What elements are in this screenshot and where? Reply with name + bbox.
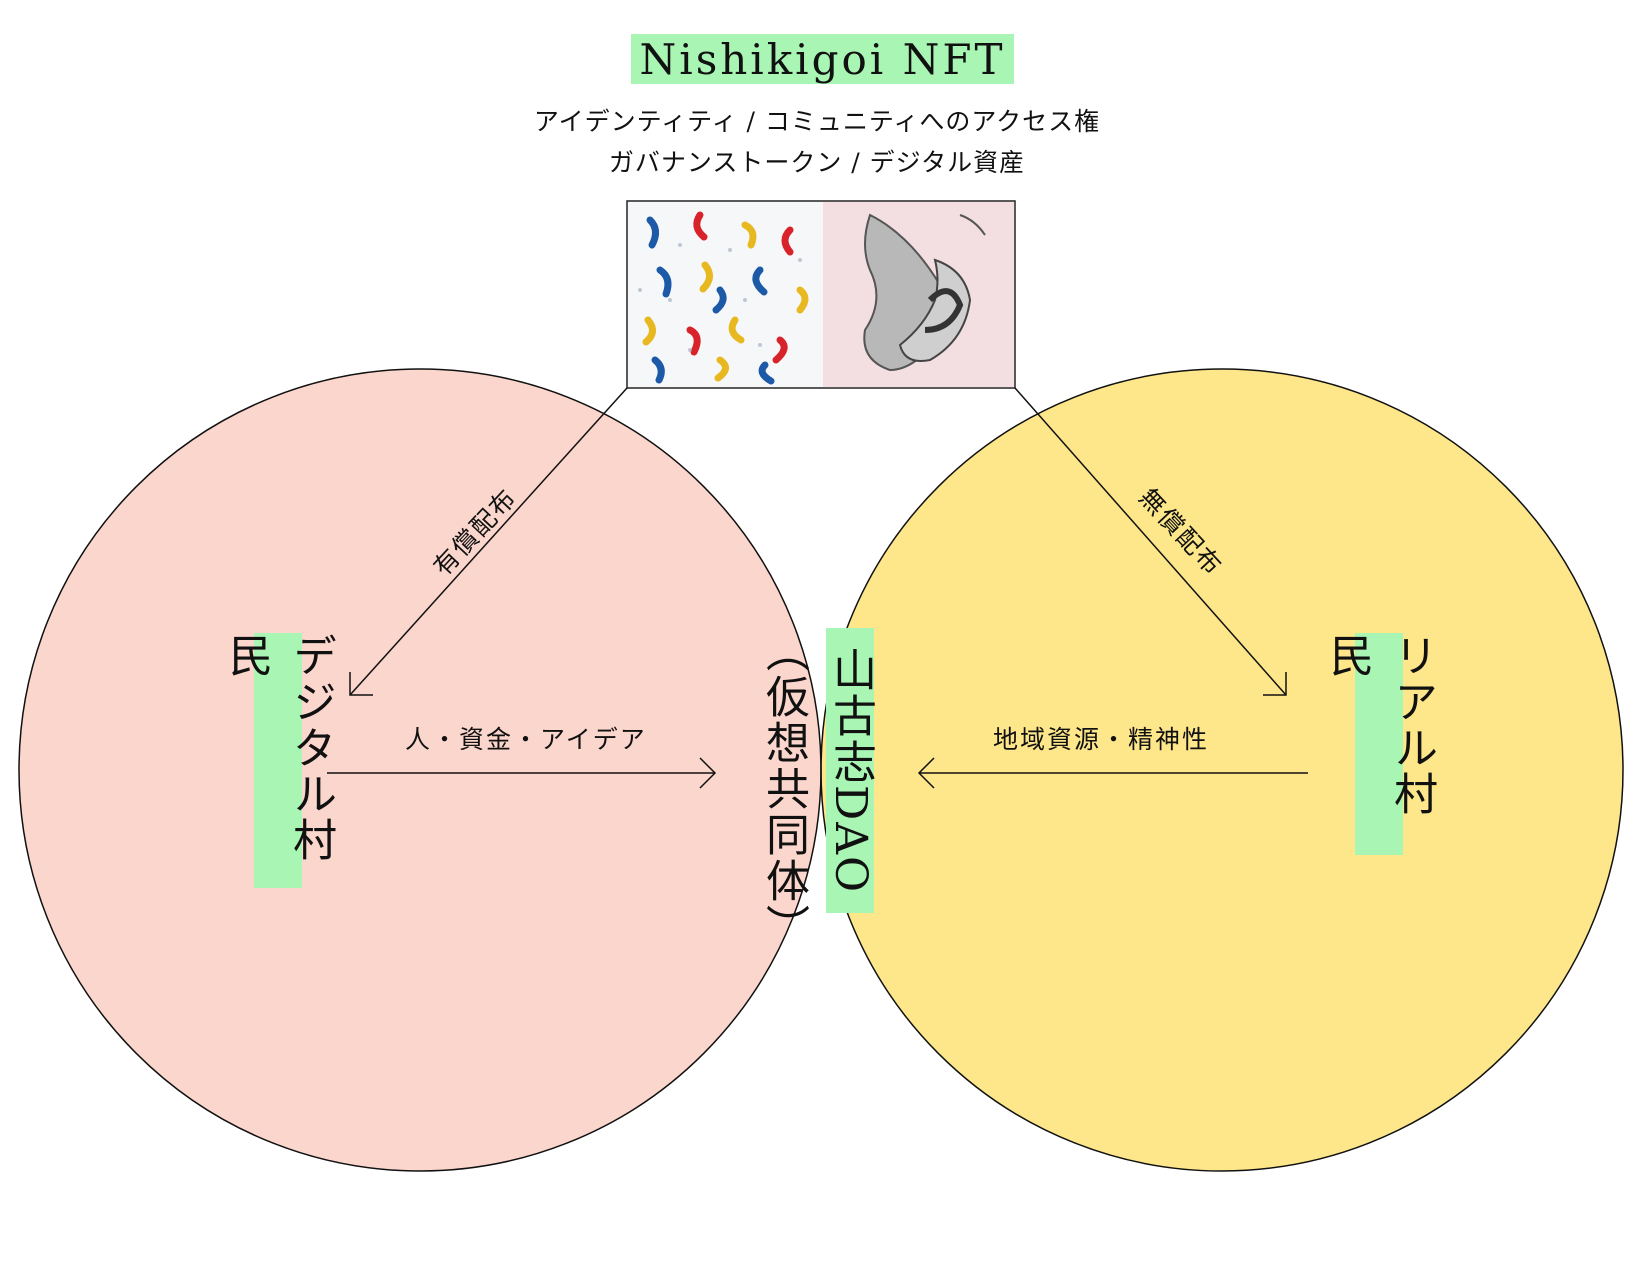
nft-subtitle-line1: アイデンティティ / コミュニティへのアクセス権 (533, 107, 1101, 136)
yamakoshi-dao-label: 山古志DAO (825, 628, 876, 913)
digital-villagers-label: デジタル村民 (221, 633, 336, 888)
digital-villagers-circle (19, 369, 821, 1171)
right-flow-arrow (917, 757, 1308, 789)
left-flow-arrow (327, 757, 717, 789)
koi-ink-icon (823, 202, 1014, 387)
nft-artwork-box (626, 200, 1016, 389)
nft-subtitle-line2: ガバナンストークン / デジタル資産 (608, 148, 1026, 177)
real-villagers-label: リアル村民 (1322, 633, 1437, 855)
paid-distribution-arrow (349, 387, 628, 696)
nft-title: Nishikigoi NFT (631, 34, 1014, 84)
koi-pattern-icon (628, 202, 823, 387)
left-flow-label: 人・資金・アイデア (405, 725, 647, 754)
right-flow-label: 地域資源・精神性 (993, 725, 1210, 754)
free-distribution-arrow (1014, 387, 1287, 696)
virtual-community-label: （仮想共同体） (758, 628, 809, 950)
real-villagers-circle (821, 369, 1623, 1171)
